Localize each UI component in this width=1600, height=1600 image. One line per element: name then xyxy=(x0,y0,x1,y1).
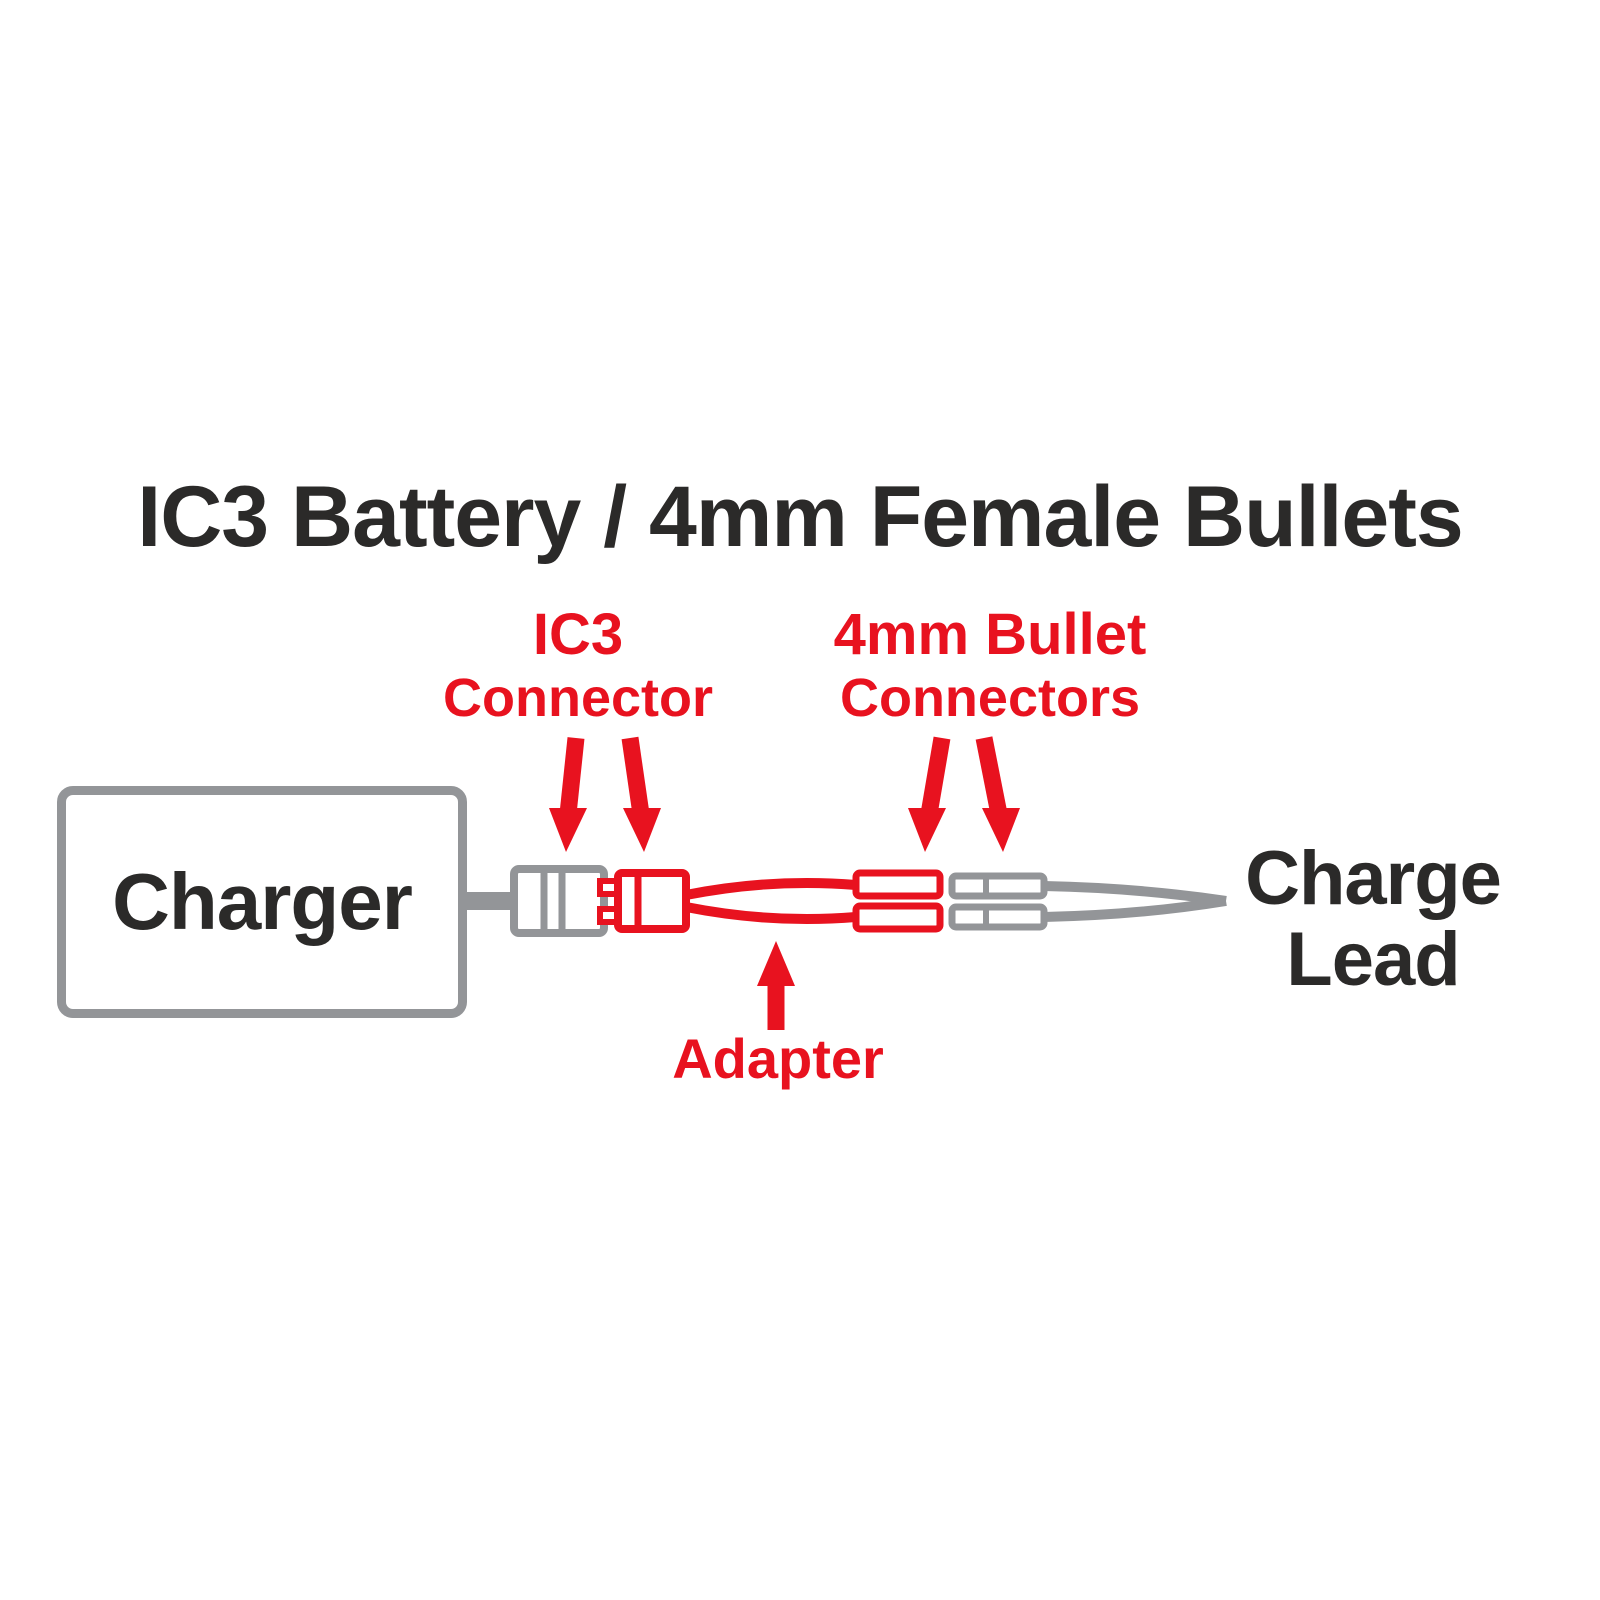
bullet-gray-top xyxy=(948,872,1048,900)
adapter-wire-top xyxy=(685,877,857,900)
ic3-male-body xyxy=(614,869,690,933)
bullet-callout-arrows xyxy=(908,736,1020,852)
arrow-bullet-left-shaft xyxy=(920,736,951,816)
charger-label: Charger xyxy=(112,857,413,946)
arrow-bullet-left-head xyxy=(908,808,946,852)
bullet-connector-callout: 4mm Bullet Connectors xyxy=(780,602,1200,730)
arrow-bullet-right-head xyxy=(982,808,1020,852)
ic3-callout-line1: IC3 xyxy=(532,602,624,667)
charge-lead-line1: Charge xyxy=(1245,836,1502,921)
arrow-ic3-right-shaft xyxy=(621,736,650,816)
bullet-callout-line2: Connectors xyxy=(839,668,1141,729)
bullet-red-top xyxy=(852,869,944,900)
charger-box: Charger xyxy=(57,786,467,1018)
arrow-ic3-left-head xyxy=(549,808,587,852)
adapter-arrow xyxy=(757,941,795,1030)
charge-lead-wire-bottom xyxy=(1043,896,1227,922)
bullet-connectors-red xyxy=(852,869,944,933)
adapter-wires xyxy=(685,877,857,925)
ic3-connector-callout: IC3 Connector xyxy=(398,602,758,730)
arrow-ic3-right-head xyxy=(623,808,661,852)
bullet-connectors-gray xyxy=(948,872,1048,931)
bullet-red-bottom xyxy=(852,902,944,933)
bullet-callout-line1: 4mm Bullet xyxy=(833,602,1147,667)
adapter-wire-bottom xyxy=(685,902,857,925)
arrow-bullet-right-shaft xyxy=(975,736,1008,816)
ic3-callout-arrows xyxy=(549,736,661,852)
ic3-male-connector xyxy=(597,869,690,933)
charge-lead-line2: Lead xyxy=(1286,917,1460,1003)
charge-lead-wire-top xyxy=(1043,881,1227,906)
adapter-label: Adapter xyxy=(672,1027,884,1090)
adapter-arrow-head xyxy=(757,941,795,986)
charge-lead-label: Charge Lead xyxy=(1228,838,1518,1001)
arrow-ic3-left-shaft xyxy=(559,737,585,815)
charge-lead-wires xyxy=(1043,881,1227,922)
diagram-title: IC3 Battery / 4mm Female Bullets xyxy=(137,469,1463,565)
ic3-female-connector xyxy=(510,865,608,937)
ic3-callout-line2: Connector xyxy=(443,668,713,729)
bullet-gray-bottom xyxy=(948,903,1048,931)
